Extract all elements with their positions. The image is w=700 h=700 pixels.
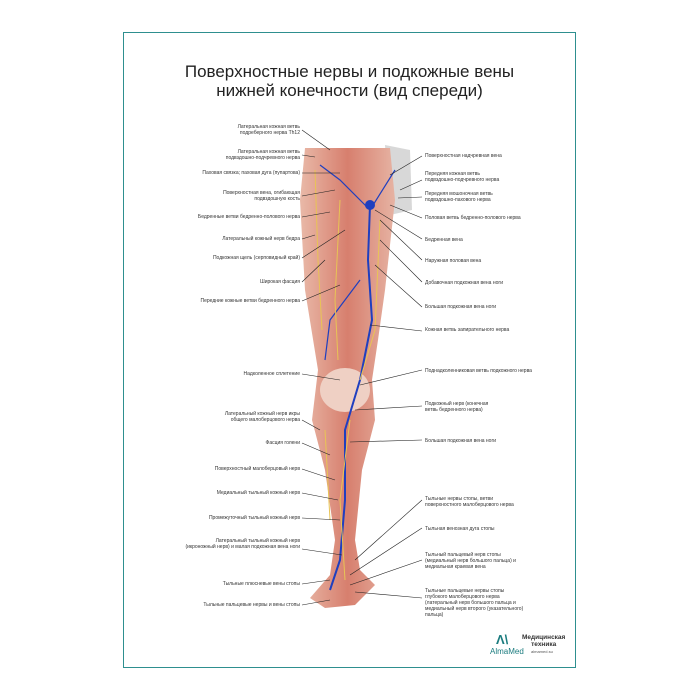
- label-medial-dorsal-cutaneous: Медиальный тыльный кожный нерв: [216, 490, 300, 496]
- label-genital-branch: Половая ветвь бедренно-полового нерва: [425, 215, 521, 221]
- label-obturator-cutaneous: Кожная ветвь запирательного нерва: [425, 327, 510, 333]
- label-lateral-sural-cutaneous: Латеральный кожный нерв икры общего мало…: [224, 411, 300, 423]
- label-dorsal-digital-nerves-veins: Тыльные пальцевые нервы и вены стопы: [203, 602, 300, 608]
- label-accessory-saphenous-vein: Добавочная подкожная вена ноги: [425, 280, 503, 286]
- title-line-2: нижней конечности (вид спереди): [216, 81, 483, 100]
- label-lateral-cutaneous-iliohypogastric: Латеральная кожная ветвь подвздошно-подч…: [225, 149, 300, 161]
- label-patellar-plexus: Надколенное сплетение: [243, 371, 300, 377]
- logo-brand: AlmaMed: [490, 647, 524, 656]
- poster-frame: [123, 32, 576, 668]
- label-superficial-epigastric-vein: Поверхностная надчревная вена: [425, 153, 502, 159]
- leader-lines: [301, 129, 423, 606]
- logo-mark-icon: Λ\: [496, 632, 509, 647]
- label-intermediate-dorsal-cutaneous: Промежуточный тыльный кожный нерв: [208, 515, 300, 521]
- label-fascia-lata: Широкая фасция: [260, 279, 300, 285]
- label-inguinal-ligament: Паховая связка; паховая дуга (пупартова): [202, 170, 300, 176]
- femoral-vein: [365, 200, 375, 210]
- label-external-pudendal-vein: Наружная половая вена: [425, 258, 482, 264]
- label-femoral-branches: Бедренные ветви бедренно-полового нерва: [197, 214, 300, 220]
- label-dorsal-digital-deep-peroneal: Тыльные пальцевые нервы стопы глубокого …: [425, 588, 524, 618]
- label-great-saphenous-vein-leg: Большая подкожная вена ноги: [425, 438, 497, 444]
- label-dorsal-digital-medial: Тыльный пальцевый нерв стопы (медиальный…: [425, 552, 516, 570]
- label-circumflex-iliac-vein: Поверхностная вена, огибающая подвздошну…: [223, 190, 300, 202]
- label-crural-fascia: Фасция голени: [265, 440, 300, 446]
- label-dorsal-foot-nerves: Тыльные нервы стопы, ветви поверхностног…: [425, 496, 514, 508]
- label-infrapatellar-branch: Поднадколенниковая ветвь подкожного нерв…: [425, 368, 532, 374]
- label-saphenous-nerve: Подкожный нерв (конечная ветвь бедренног…: [425, 401, 489, 413]
- great-saphenous-vein: [329, 204, 374, 591]
- poster-title: Поверхностные нервы и подкожные вены ниж…: [123, 62, 576, 100]
- label-great-saphenous-vein: Большая подкожная вена ноги: [425, 304, 497, 310]
- label-anterior-cutaneous-femoral: Передние кожные ветви бедренного нерва: [200, 298, 301, 304]
- title-line-1: Поверхностные нервы и подкожные вены: [184, 62, 515, 81]
- label-lateral-dorsal-cutaneous: Латеральный тыльный кожный нерв (икронож…: [185, 538, 300, 550]
- nerves: [314, 169, 381, 581]
- logo-subtitle: Медицинская техника: [522, 634, 566, 648]
- label-saphenous-opening: Подкожная щель (серповидный край): [212, 255, 300, 261]
- label-femoral-vein: Бедренная вена: [425, 237, 463, 243]
- label-dorsal-metatarsal-veins: Тыльные плюсневые вены стопы: [222, 581, 300, 587]
- label-dorsal-venous-arch: Тыльная венозная дуга стопы: [425, 526, 495, 532]
- label-anterior-scrotal: Передняя мошоночная ветвь подвздошно-пах…: [425, 191, 493, 203]
- label-lateral-femoral-cutaneous: Латеральный кожный нерв бедра: [222, 236, 300, 242]
- label-anterior-cutaneous-iliohypogastric: Передняя кожная ветвь подвздошно-подчрев…: [425, 171, 500, 183]
- label-superficial-peroneal: Поверхностный малоберцовый нерв: [214, 466, 300, 472]
- logo-url: almamed.su: [531, 649, 553, 654]
- label-lateral-cutaneous-subcostal: Латеральная кожная ветвь подреберного не…: [237, 124, 300, 136]
- knee: [320, 368, 370, 412]
